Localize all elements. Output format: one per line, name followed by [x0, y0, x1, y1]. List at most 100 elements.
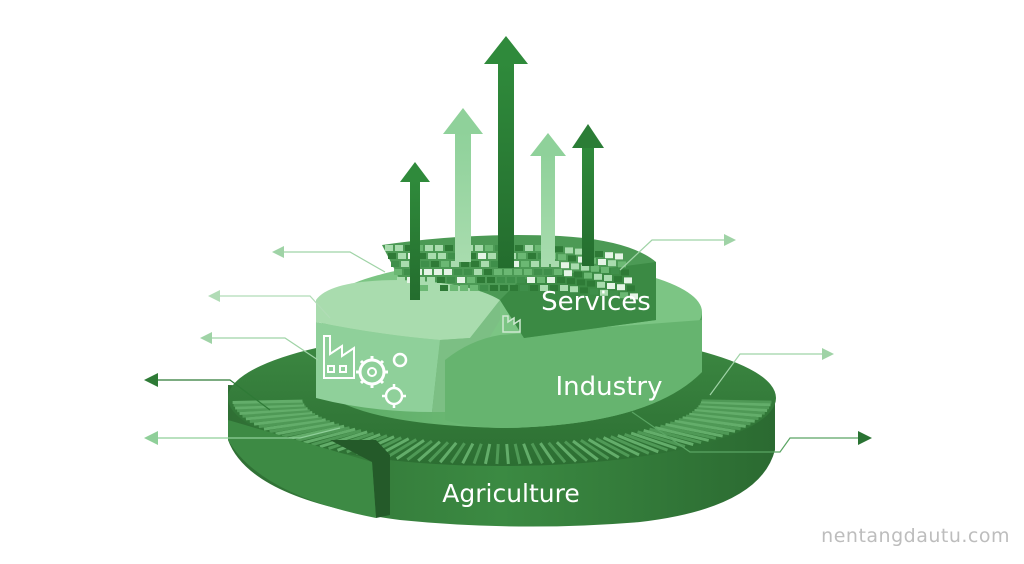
city-pixel — [460, 285, 468, 291]
city-pixel — [615, 253, 623, 259]
city-pixel — [608, 260, 616, 266]
city-pixel — [558, 254, 566, 260]
city-pixel — [547, 277, 555, 283]
city-pixel — [428, 253, 436, 259]
city-pixel — [487, 277, 495, 283]
city-pixel — [444, 269, 452, 275]
city-pixel — [447, 277, 455, 283]
city-pixel — [424, 269, 432, 275]
city-pixel — [388, 253, 396, 259]
city-pixel — [565, 247, 573, 253]
city-pixel — [527, 277, 535, 283]
city-pixel — [577, 279, 585, 285]
city-pixel — [400, 285, 408, 291]
city-pixel — [518, 253, 526, 259]
city-pixel — [618, 261, 626, 267]
city-pixel — [441, 261, 449, 267]
city-pixel — [448, 253, 456, 259]
field-stripe — [233, 401, 303, 402]
city-pixel — [420, 285, 428, 291]
city-pixel — [531, 261, 539, 267]
city-pixel — [425, 245, 433, 251]
city-pixel — [524, 269, 532, 275]
city-pixel — [437, 277, 445, 283]
city-pixel — [605, 252, 613, 258]
city-pixel — [467, 277, 475, 283]
city-pixel — [427, 277, 435, 283]
city-pixel — [488, 253, 496, 259]
city-pixel — [510, 285, 518, 291]
city-pixel — [571, 263, 579, 269]
city-pixel — [591, 266, 599, 272]
city-pixel — [594, 274, 602, 280]
city-pixel — [595, 251, 603, 257]
city-pixel — [435, 245, 443, 251]
city-pixel — [520, 285, 528, 291]
city-pixel — [385, 245, 393, 251]
city-pixel — [544, 269, 552, 275]
city-pixel — [394, 269, 402, 275]
field-stripe — [497, 444, 498, 464]
agriculture-label: Agriculture — [442, 479, 580, 508]
city-pixel — [421, 261, 429, 267]
city-pixel — [500, 285, 508, 291]
city-pixel — [497, 277, 505, 283]
watermark: nentangdautu.com — [821, 525, 1010, 547]
city-pixel — [575, 249, 583, 255]
city-pixel — [395, 245, 403, 251]
city-pixel — [504, 269, 512, 275]
city-pixel — [494, 269, 502, 275]
city-pixel — [528, 253, 536, 259]
city-pixel — [507, 277, 515, 283]
city-pixel — [601, 267, 609, 273]
city-pixel — [584, 273, 592, 279]
city-pixel — [470, 285, 478, 291]
city-pixel — [554, 269, 562, 275]
city-pixel — [398, 253, 406, 259]
city-pixel — [624, 277, 632, 283]
city-pixel — [604, 275, 612, 281]
city-pixel — [440, 285, 448, 291]
city-pixel — [457, 277, 465, 283]
city-pixel — [471, 261, 479, 267]
city-pixel — [525, 245, 533, 251]
city-pixel — [568, 255, 576, 261]
city-pixel — [477, 277, 485, 283]
city-pixel — [478, 253, 486, 259]
city-pixel — [474, 269, 482, 275]
city-pixel — [430, 285, 438, 291]
city-pixel — [391, 261, 399, 267]
city-pixel — [567, 278, 575, 284]
city-pixel — [557, 277, 565, 283]
city-pixel — [480, 285, 488, 291]
city-pixel — [621, 269, 629, 275]
field-stripe — [507, 444, 509, 464]
city-pixel — [555, 246, 563, 252]
city-pixel — [587, 281, 595, 287]
services-label: Services — [541, 287, 651, 317]
city-pixel — [475, 245, 483, 251]
city-pixel — [485, 245, 493, 251]
city-pixel — [464, 269, 472, 275]
city-pixel — [574, 271, 582, 277]
city-pixel — [438, 253, 446, 259]
industry-label: Industry — [556, 372, 663, 402]
city-pixel — [611, 268, 619, 274]
city-pixel — [530, 285, 538, 291]
city-pixel — [614, 276, 622, 282]
city-pixel — [521, 261, 529, 267]
city-pixel — [491, 261, 499, 267]
city-pixel — [454, 269, 462, 275]
city-pixel — [397, 277, 405, 283]
city-pixel — [450, 285, 458, 291]
city-pixel — [514, 269, 522, 275]
city-pixel — [517, 277, 525, 283]
city-pixel — [434, 269, 442, 275]
city-pixel — [598, 259, 606, 265]
city-pixel — [401, 261, 409, 267]
growth-arrow-icon — [484, 36, 528, 268]
city-pixel — [534, 269, 542, 275]
city-pixel — [445, 245, 453, 251]
city-pixel — [481, 261, 489, 267]
